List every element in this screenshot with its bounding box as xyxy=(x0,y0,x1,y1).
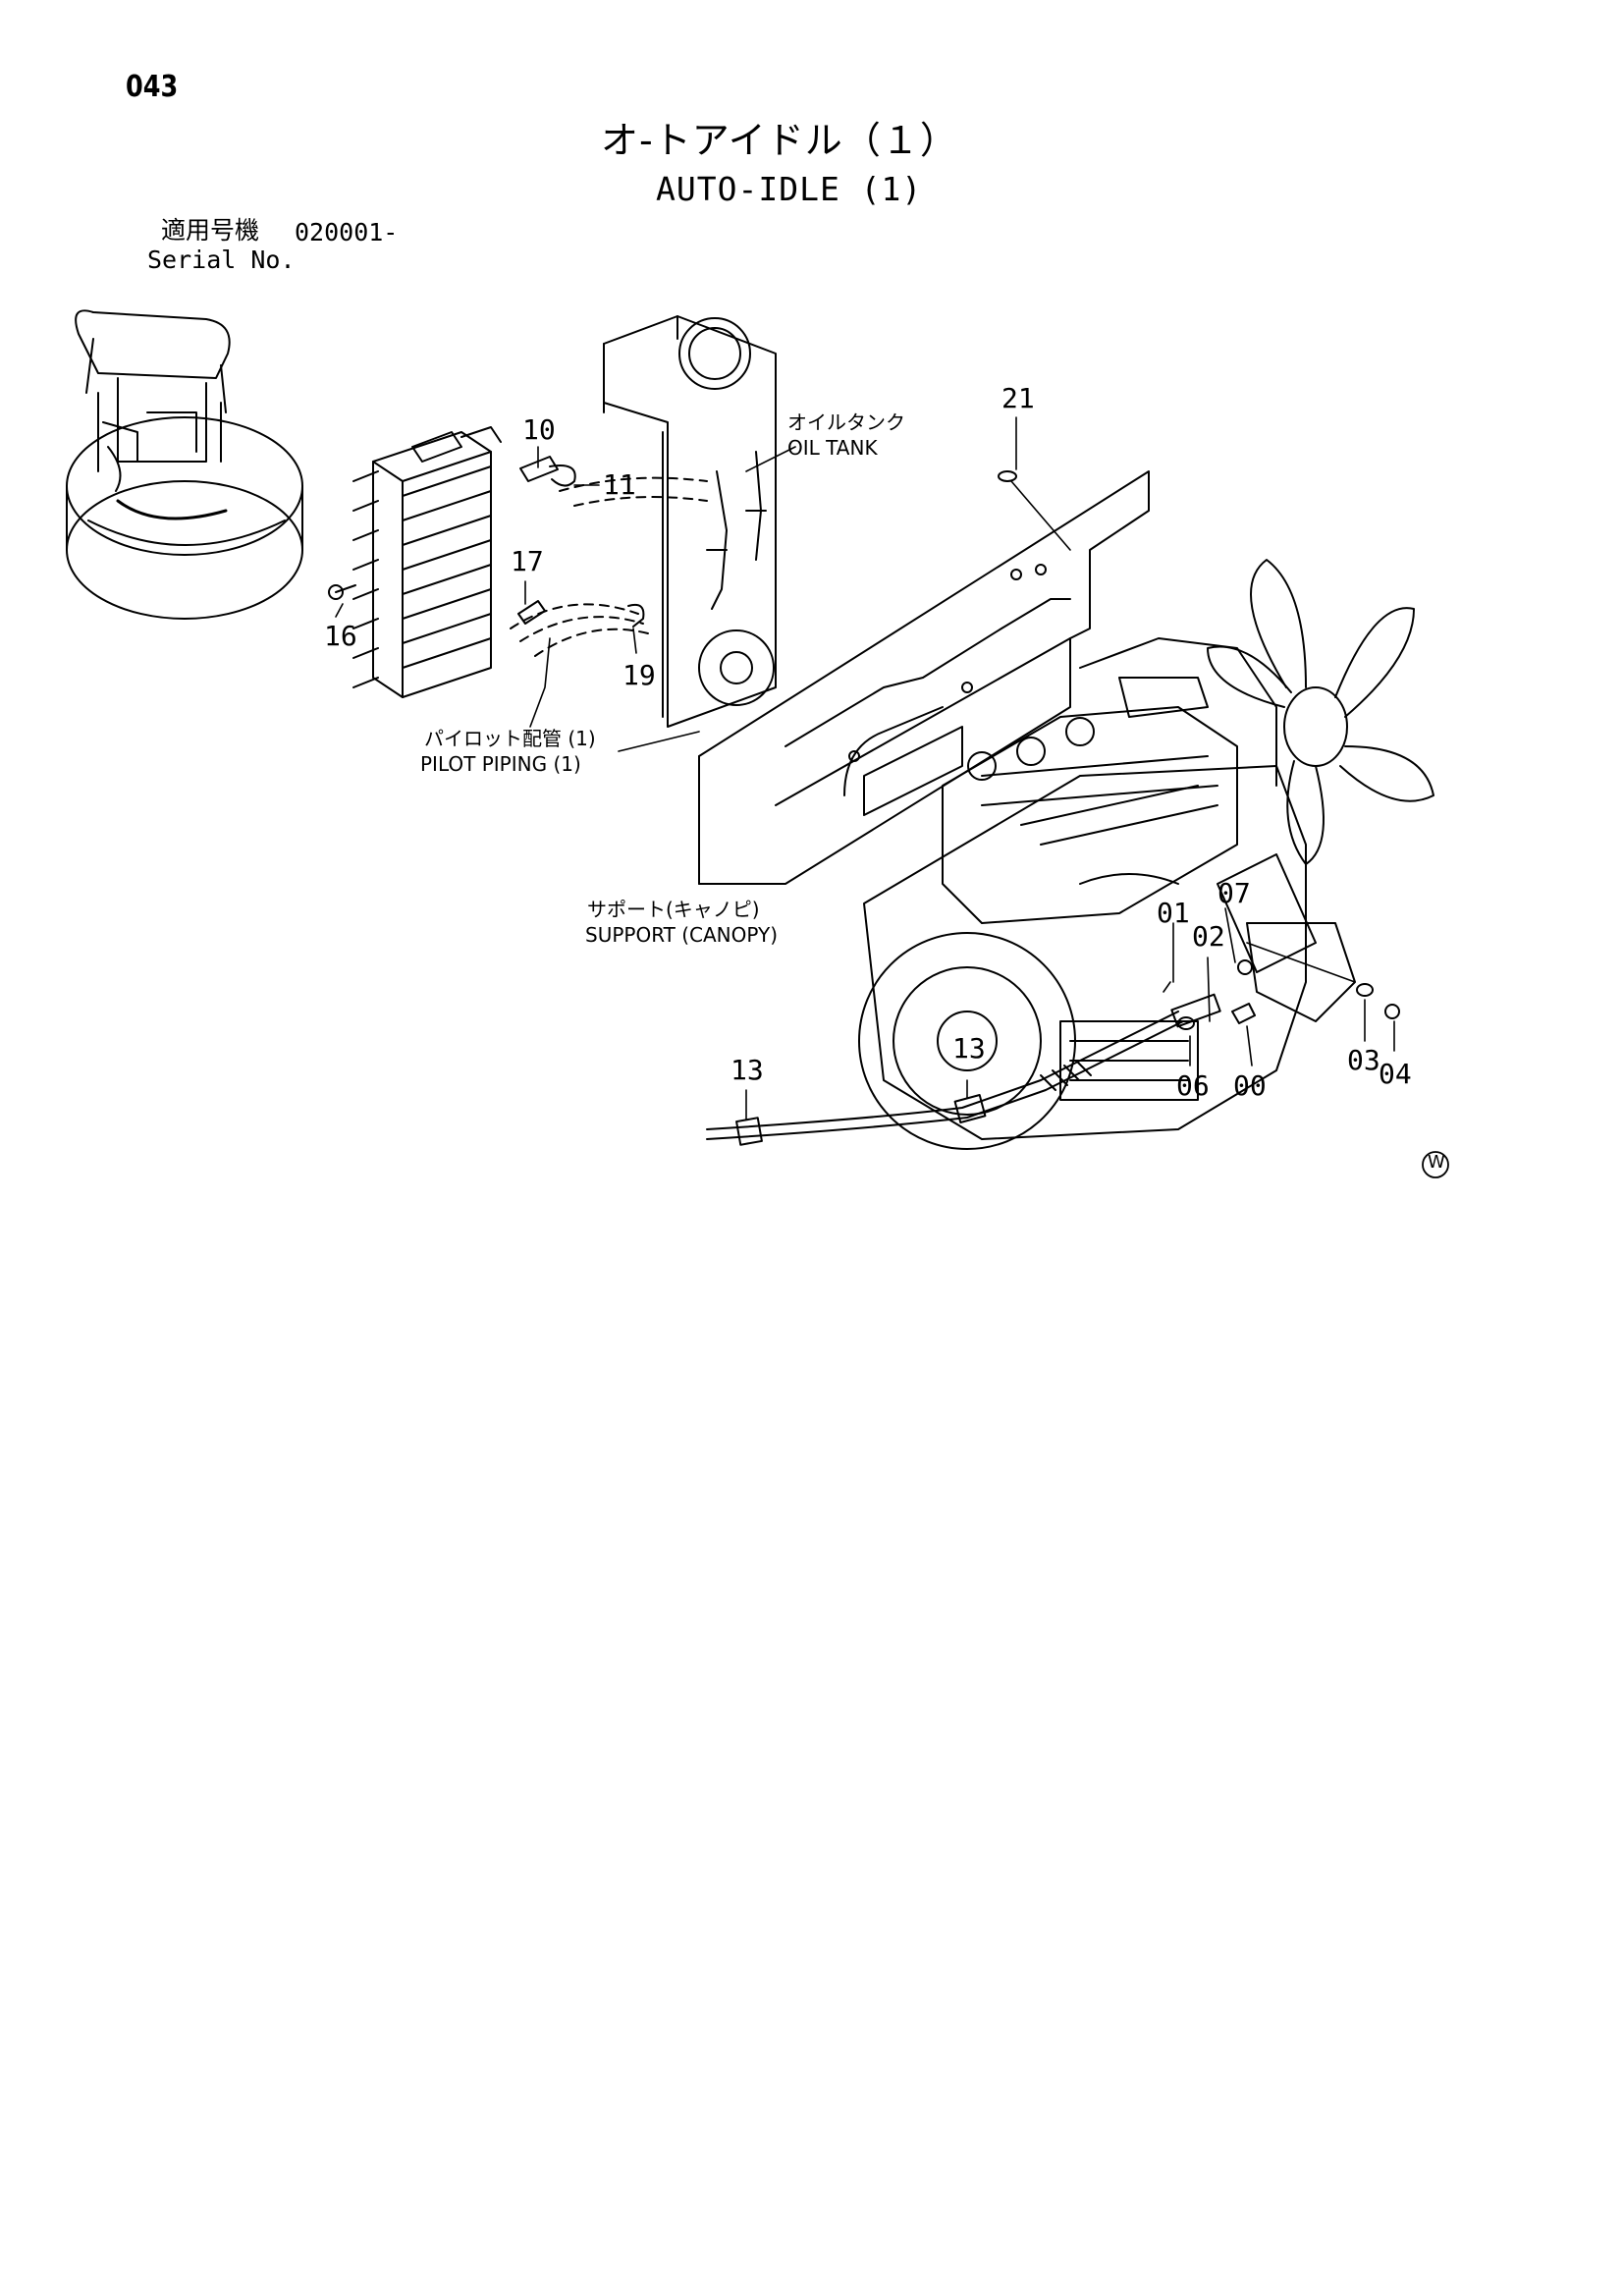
label-pilot-piping-en: PILOT PIPING (1) xyxy=(420,752,581,776)
part-number-21: 21 xyxy=(1001,382,1035,414)
part-number-10: 10 xyxy=(522,413,556,446)
label-support-en: SUPPORT (CANOPY) xyxy=(585,923,779,947)
part-number-02: 02 xyxy=(1192,920,1225,953)
page-number: 043 xyxy=(126,70,179,104)
part-number-06: 06 xyxy=(1176,1069,1210,1102)
title-japanese: オ-トアイドル（１） xyxy=(601,119,958,162)
nut-04 xyxy=(1384,1004,1400,1019)
label-oil-tank-jp: オイルタンク xyxy=(787,410,905,434)
part-number-13-flywheel: 13 xyxy=(952,1032,986,1065)
part-number-07: 07 xyxy=(1217,877,1251,909)
bolt-21 xyxy=(998,470,1017,482)
leader-lines xyxy=(335,416,1395,1121)
label-support-jp: サポート(キャノピ) xyxy=(587,898,760,921)
control-valve xyxy=(352,426,502,698)
part-number-00: 00 xyxy=(1233,1069,1267,1102)
w-mark-circle xyxy=(1422,1151,1449,1178)
fitting-10 xyxy=(519,456,559,482)
part-number-13-cable: 13 xyxy=(730,1054,764,1086)
fitting-16 xyxy=(328,584,344,600)
clamp-19 xyxy=(627,603,645,628)
bracket-06 xyxy=(1170,993,1221,1028)
hose-clamp-11 xyxy=(549,465,576,487)
part-number-04: 04 xyxy=(1379,1058,1412,1090)
label-pilot-piping-jp: パイロット配管 (1) xyxy=(424,727,596,750)
machine-thumbnail xyxy=(66,309,303,620)
title-english: AUTO-IDLE (1) xyxy=(656,170,923,208)
part-number-01: 01 xyxy=(1157,897,1190,929)
washer-03 xyxy=(1356,983,1374,997)
fitting-16-neck xyxy=(335,584,356,593)
canopy-support xyxy=(698,470,1150,885)
washer-02 xyxy=(1177,1016,1195,1030)
throttle-cable-13 xyxy=(706,1011,1184,1146)
part-number-19: 19 xyxy=(622,659,656,691)
part-number-17: 17 xyxy=(511,545,544,577)
nut-07 xyxy=(1237,959,1253,975)
pilot-piping xyxy=(510,476,708,657)
cooling-fan xyxy=(1207,559,1434,865)
bolt-00 xyxy=(1231,1003,1256,1024)
w-mark: W xyxy=(1428,1152,1445,1173)
auto-idle-bracket xyxy=(1246,922,1356,1022)
serial-label-en: Serial No. xyxy=(147,246,296,274)
engine xyxy=(858,637,1317,1150)
oil-tank xyxy=(603,315,777,728)
serial-label-jp: 適用号機 xyxy=(161,216,260,245)
part-number-16: 16 xyxy=(324,620,357,652)
label-oil-tank-en: OIL TANK xyxy=(787,436,878,460)
serial-value: 020001- xyxy=(295,218,399,246)
part-number-11: 11 xyxy=(603,468,636,501)
part-number-03: 03 xyxy=(1347,1044,1380,1076)
